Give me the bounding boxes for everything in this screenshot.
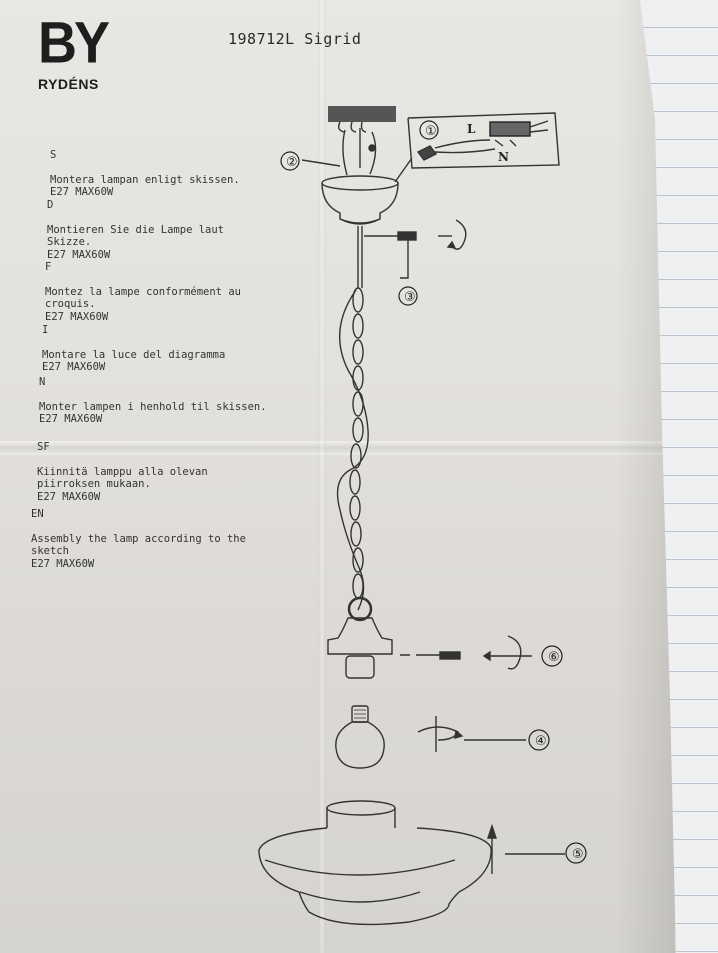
set-screw (364, 219, 467, 279)
callout-3: ③ (404, 290, 416, 305)
language-code: SF (37, 440, 50, 453)
bulb-spec: E27 MAX60W (42, 361, 106, 373)
callout-1: ① (425, 124, 437, 139)
language-code: S (50, 148, 57, 161)
instruction-italian: I Montare la luce del diagramma E27 MAX6… (42, 311, 272, 386)
callout-4: ④ (535, 734, 547, 749)
instruction-text: Montera lampan enligt skissen. (50, 173, 240, 186)
callout-2: ② (286, 155, 298, 170)
bulb-spec: E27 MAX60W (47, 248, 111, 261)
instruction-text: Montez la lampe conformément au croquis. (45, 285, 241, 311)
lift-arrow (487, 823, 565, 874)
terminal-block (368, 144, 376, 152)
ceiling-canopy (321, 175, 399, 225)
language-code: D (47, 198, 54, 211)
product-title: 198712L Sigrid (228, 30, 362, 48)
callout-5: ⑤ (572, 847, 584, 862)
instruction-german: D Montieren Sie die Lampe laut Skizze. E… (47, 186, 262, 274)
hook-ring (347, 596, 373, 622)
language-code: I (42, 323, 49, 336)
power-cable (336, 289, 369, 611)
suspension-rod (357, 226, 363, 288)
callout-6: ⑥ (548, 650, 560, 665)
instruction-french: F Montez la lampe conformément au croqui… (45, 248, 270, 336)
callout-leader (301, 159, 341, 167)
wiring-detail-inset (394, 112, 560, 183)
instruction-norwegian: N Monter lampen i henhold til skissen. E… (39, 363, 269, 438)
instruction-english: EN Assembly the lamp according to the sk… (31, 495, 271, 583)
language-code: F (45, 260, 52, 273)
ceiling-mount (328, 106, 396, 133)
wire-label-live: L (467, 122, 476, 136)
instruction-text: Montare la luce del diagramma (42, 348, 226, 361)
bulb-spec: E27 MAX60W (39, 413, 103, 425)
instruction-text: Montieren Sie die Lampe laut Skizze. (47, 223, 225, 249)
wire-label-neutral: N (498, 150, 509, 164)
brand-logo-by: BY (38, 10, 110, 76)
bulb-spec: E27 MAX60W (37, 490, 101, 503)
instruction-swedish: S Montera lampan enligt skissen. E27 MAX… (50, 136, 265, 211)
rotate-arrow (417, 716, 526, 752)
instruction-text: Kiinnitä lamppu alla olevan piirroksen m… (37, 465, 208, 491)
language-code: N (39, 375, 46, 388)
instruction-text: Assembly the lamp according to the sketc… (31, 532, 246, 558)
housing-screw (400, 635, 532, 670)
bulb-spec: E27 MAX60W (31, 557, 95, 570)
light-bulb (335, 705, 385, 769)
bulb-spec: E27 MAX60W (45, 310, 109, 323)
brand-logo-name: RYDÉNS (38, 76, 99, 92)
paper-fold-vertical (318, 0, 326, 953)
mains-wires (342, 128, 377, 176)
glass-shade (258, 800, 492, 926)
language-code: EN (31, 507, 44, 520)
bulb-spec: E27 MAX60W (50, 186, 114, 198)
lampholder-housing (327, 617, 393, 679)
instruction-text: Monter lampen i henhold til skissen. (39, 400, 267, 413)
instruction-finnish: SF Kiinnitä lamppu alla olevan piirrokse… (37, 428, 267, 516)
paper-fold-horizontal (0, 441, 676, 455)
